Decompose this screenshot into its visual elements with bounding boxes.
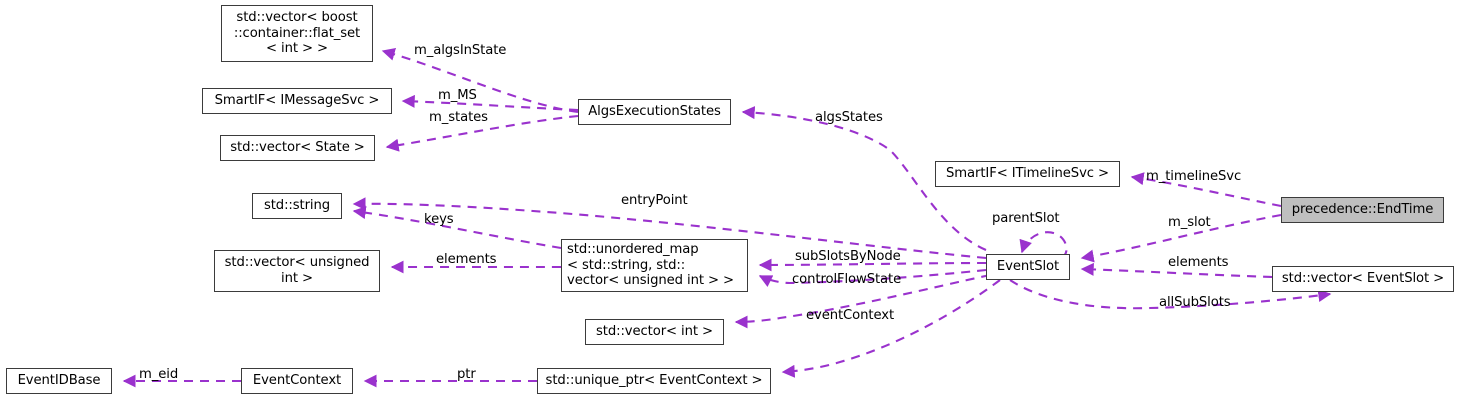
- edge-m_MS: [401, 94, 579, 112]
- node-algs-execution-states[interactable]: AlgsExecutionStates: [578, 99, 731, 125]
- edge-eventContext-uniqueptr: [781, 279, 1001, 378]
- edge-m_algsInState: [381, 47, 579, 114]
- node-unique-ptr-event-context[interactable]: std::unique_ptr< EventContext >: [537, 368, 771, 394]
- node-event-slot[interactable]: EventSlot: [986, 254, 1070, 280]
- edge-label-m_algsInState: m_algsInState: [414, 43, 507, 58]
- edge-label-eventContext: eventContext: [806, 308, 895, 323]
- edge-label-entryPoint: entryPoint: [621, 193, 688, 208]
- edge-label-ptr: ptr: [457, 367, 476, 382]
- node-std-string[interactable]: std::string: [252, 193, 342, 219]
- node-vector-int[interactable]: std::vector< int >: [585, 319, 724, 345]
- edge-keys: [352, 206, 562, 250]
- node-unordered-map[interactable]: std::unordered_map < std::string, std:: …: [561, 239, 748, 292]
- edge-label-allSubSlots: allSubSlots: [1159, 295, 1231, 310]
- edge-label-parentSlot: parentSlot: [992, 211, 1060, 226]
- edge-label-m_slot: m_slot: [1168, 215, 1211, 230]
- node-vector-flat-set[interactable]: std::vector< boost ::container::flat_set…: [221, 5, 373, 62]
- edge-label-elements-eventslot: elements: [1168, 255, 1229, 270]
- node-vector-state[interactable]: std::vector< State >: [220, 135, 375, 161]
- edge-label-algsStates: algsStates: [815, 110, 883, 125]
- edge-label-controlFlowState: controlFlowState: [792, 272, 902, 287]
- edge-elements-eventslot: [1080, 262, 1273, 279]
- edge-label-subSlotsByNode: subSlotsByNode: [795, 249, 901, 264]
- edge-label-m_states: m_states: [429, 110, 488, 125]
- node-vector-eventslot[interactable]: std::vector< EventSlot >: [1272, 266, 1454, 292]
- node-smartif-itimelinesvc[interactable]: SmartIF< ITimelineSvc >: [935, 161, 1120, 187]
- node-smartif-imessagesvc[interactable]: SmartIF< IMessageSvc >: [202, 88, 392, 114]
- edge-label-m_timelineSvc: m_timelineSvc: [1146, 169, 1242, 184]
- node-precedence-endtime[interactable]: precedence::EndTime: [1281, 197, 1444, 223]
- node-event-context[interactable]: EventContext: [241, 368, 353, 394]
- node-vector-unsigned-int[interactable]: std::vector< unsigned int >: [214, 250, 380, 292]
- edge-label-m_eid: m_eid: [139, 367, 179, 382]
- node-event-id-base[interactable]: EventIDBase: [6, 368, 112, 394]
- edge-label-elements-uint: elements: [436, 252, 497, 267]
- edge-label-m_MS: m_MS: [438, 88, 477, 103]
- edge-label-keys: keys: [424, 212, 454, 227]
